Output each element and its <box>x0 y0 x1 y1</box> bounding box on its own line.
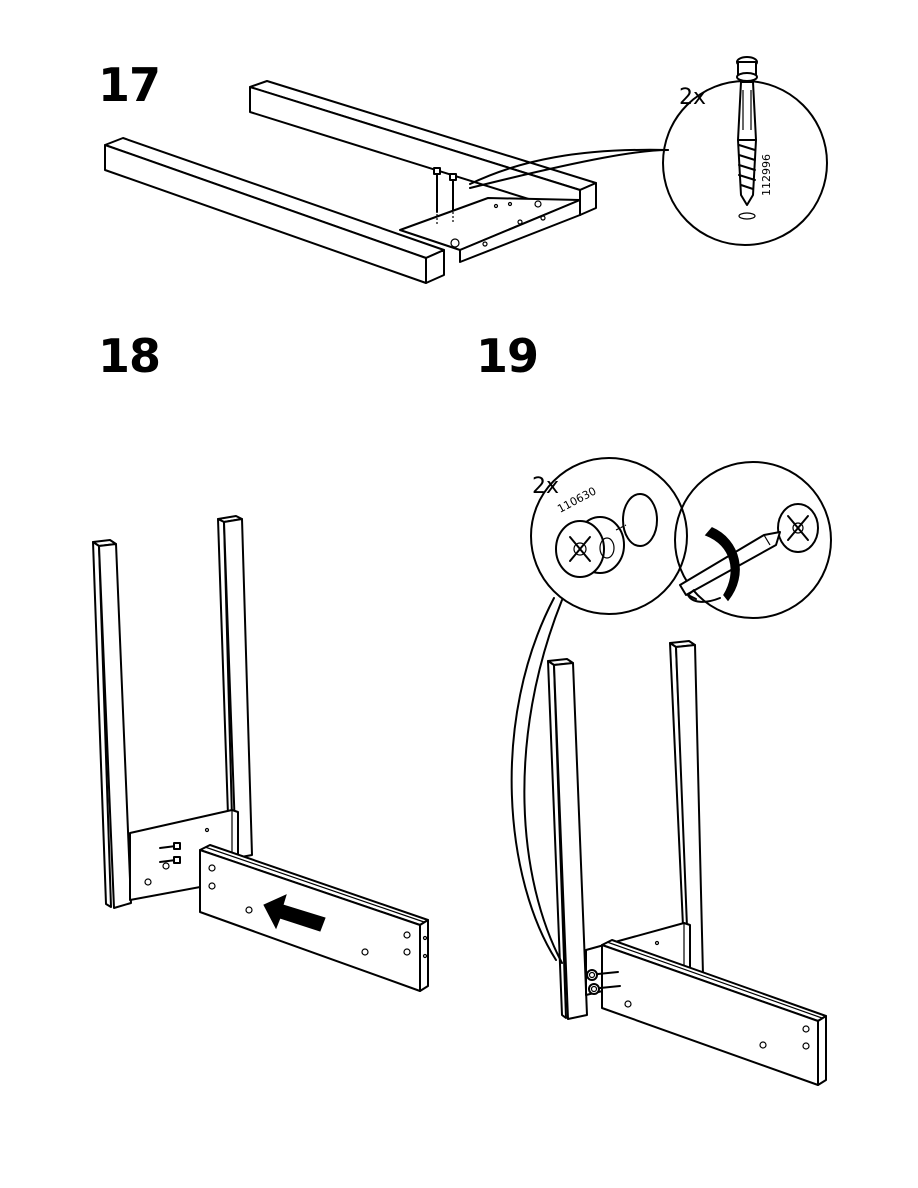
cam-hole <box>623 494 657 546</box>
step-17-illustration: 2x 112996 <box>105 57 827 283</box>
part-number-19: 110630 <box>555 484 598 515</box>
left-leg <box>93 540 131 908</box>
left-leg <box>548 659 587 1019</box>
callout-quantity-19: 2x <box>532 474 559 499</box>
callout-quantity-17: 2x <box>679 85 706 110</box>
right-leg <box>218 516 252 858</box>
part-number-17: 112996 <box>760 154 773 196</box>
cam-lock-icon <box>556 517 624 577</box>
front-rail <box>105 138 444 283</box>
cam-callout: 2x 110630 <box>531 458 687 614</box>
front-panel <box>602 940 826 1085</box>
step-19-illustration: 2x 110630 <box>512 458 831 1085</box>
back-rail <box>250 81 596 215</box>
step-18-illustration <box>93 516 428 991</box>
screwdriver-callout <box>675 462 831 618</box>
cam-lock-icon <box>778 504 818 552</box>
